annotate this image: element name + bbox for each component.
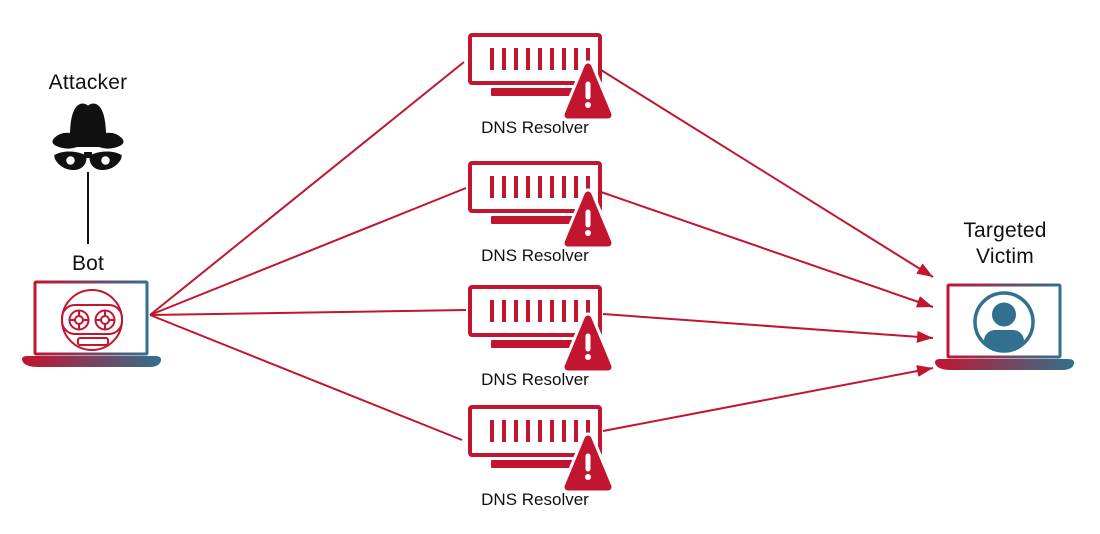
attacker-label: Attacker: [48, 71, 128, 94]
server-box: [468, 33, 602, 85]
spy-icon: [52, 103, 124, 170]
resolver-1-label: DNS Resolver: [481, 118, 589, 137]
warning-triangle-icon: [561, 432, 615, 494]
server-slots: [490, 300, 590, 322]
user-laptop-icon: [935, 283, 1075, 370]
server-box: [468, 405, 602, 457]
bot-laptop-screen: [33, 280, 149, 356]
edge-bot-to-resolver-3: [149, 309, 467, 316]
bot-laptop-base: [22, 356, 162, 367]
warning-triangle-icon: [561, 188, 615, 250]
edge-bot-to-resolver-4: [149, 314, 463, 441]
server-slots: [490, 176, 590, 198]
robot-visor: [61, 304, 123, 335]
server-underline-bar: [491, 460, 577, 468]
edge-bot-to-resolver-1: [149, 61, 465, 316]
warning-triangle-icon: [561, 60, 615, 122]
robot-mouth: [77, 337, 109, 346]
warning-triangle-icon: [561, 312, 615, 374]
bot-label: Bot: [71, 252, 105, 275]
resolver-3-label: DNS Resolver: [481, 370, 589, 389]
robot-laptop-icon: [22, 280, 162, 367]
edge-resolver-4-to-victim: [602, 365, 934, 432]
server-underline-bar: [491, 88, 577, 96]
server-underline-bar: [491, 216, 577, 224]
resolver-4-label: DNS Resolver: [481, 490, 589, 509]
server-slots: [490, 420, 590, 442]
robot-face-icon: [61, 289, 123, 351]
edge-resolver-3-to-victim: [602, 313, 934, 343]
server-warning-icon: [468, 33, 615, 122]
user-icon: [973, 291, 1035, 353]
spy-hat-crown: [70, 103, 106, 133]
edge-resolver-1-to-victim: [600, 69, 934, 278]
victim-laptop-base: [935, 359, 1075, 370]
server-underline-bar: [491, 340, 577, 348]
spy-glasses-bridge: [84, 152, 92, 158]
server-warning-icon: [468, 285, 615, 374]
server-box: [468, 161, 602, 213]
victim-label-line2: Victim: [976, 245, 1034, 268]
edge-resolver-2-to-victim: [600, 191, 934, 308]
spy-hat-brim: [52, 132, 124, 149]
spy-lens-highlight-right: [101, 156, 110, 165]
server-warning-icon: [468, 161, 615, 250]
user-head: [992, 302, 1016, 327]
resolver-2-label: DNS Resolver: [481, 246, 589, 265]
server-warning-icon: [468, 405, 615, 494]
victim-label-line1: Targeted: [963, 219, 1047, 242]
spy-lens-highlight-left: [66, 156, 75, 165]
edge-bot-to-resolver-2: [149, 187, 467, 316]
server-slots: [490, 48, 590, 70]
victim-label: Targeted Victim: [940, 218, 1070, 270]
server-box: [468, 285, 602, 337]
user-body: [984, 330, 1024, 350]
